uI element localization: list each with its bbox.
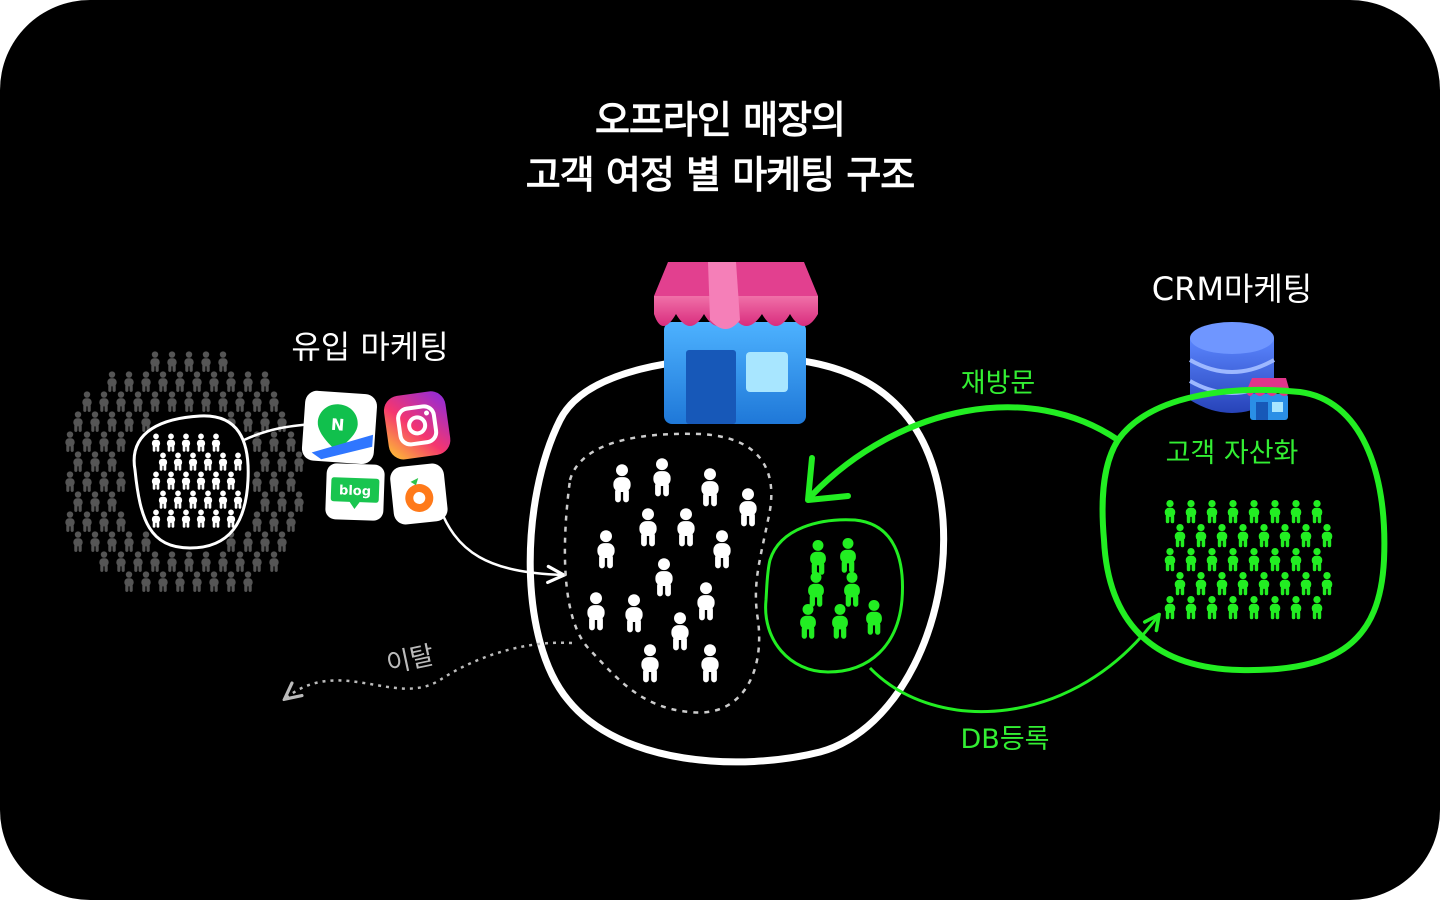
db-register-label: DB등록 <box>961 724 1050 755</box>
revisit-label: 재방문 <box>961 368 1036 399</box>
title-line-2: 고객 여정 별 마케팅 구조 <box>526 153 915 197</box>
visitor-region-dashed <box>563 432 773 714</box>
naver-blog-icon: blog <box>325 463 385 521</box>
revisit-arrow <box>809 404 1121 498</box>
inflow-selection-circle <box>132 414 250 550</box>
revisit-arrow-head <box>805 455 851 503</box>
naver-map-icon: N <box>301 390 378 465</box>
store-icon <box>654 262 818 424</box>
naver-blog-text: blog <box>339 483 372 499</box>
inflow-marketing-label: 유입 마케팅 <box>291 328 448 366</box>
instagram-icon <box>383 391 451 460</box>
small-store-icon <box>1246 378 1290 420</box>
customer-asset-label: 고객 자산화 <box>1166 438 1299 469</box>
inflow-arrow <box>435 499 562 575</box>
title-line-1: 오프라인 매장의 <box>595 98 845 142</box>
crm-asset-circle <box>1099 386 1388 674</box>
naver-map-letter: N <box>330 415 345 435</box>
churn-arrow <box>286 641 573 698</box>
karrot-icon <box>390 463 448 525</box>
crm-marketing-label: CRM마케팅 <box>1152 270 1313 308</box>
db-register-arrow <box>868 616 1158 713</box>
registered-customer-circle <box>764 518 904 674</box>
